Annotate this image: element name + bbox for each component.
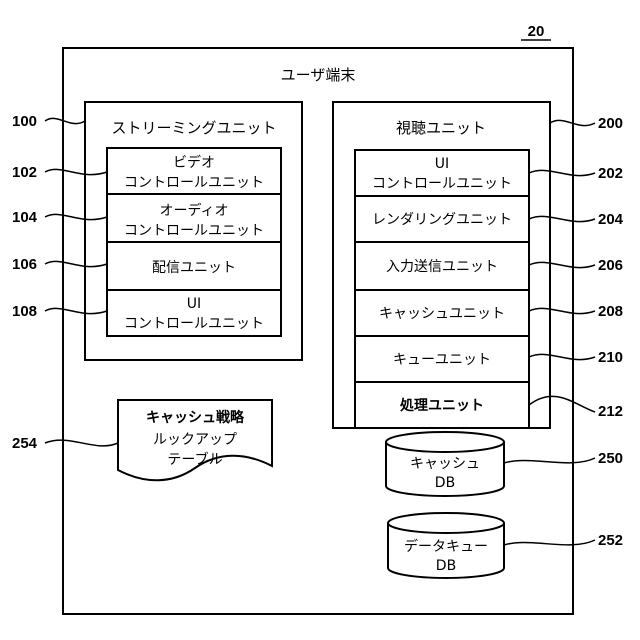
video-control-unit-line2: コントロールユニット — [124, 175, 264, 191]
input-transmission-unit-label: 入力送信ユニット — [386, 259, 498, 275]
queue-db-top — [388, 513, 504, 533]
audio-control-unit-line1: オーディオ — [159, 202, 228, 219]
video-control-unit-line1: ビデオ — [173, 154, 215, 171]
ref-212: 212 — [598, 403, 623, 420]
audio-control-unit-line2: コントロールユニット — [124, 223, 264, 239]
streaming-unit-title: ストリーミングユニット — [111, 119, 276, 137]
ref-252: 252 — [598, 532, 623, 549]
rendering-unit-label: レンダリングユニット — [372, 212, 512, 228]
lookup-table-line1: キャッシュ戦略 — [146, 409, 245, 426]
ref-106: 106 — [12, 256, 37, 273]
ref-208: 208 — [598, 303, 623, 320]
ref-254: 254 — [12, 435, 38, 452]
queue-unit-label: キューユニット — [393, 352, 491, 368]
ref-250: 250 — [598, 450, 623, 467]
figure-number: 20 — [528, 23, 545, 40]
distribution-unit-label: 配信ユニット — [152, 260, 236, 276]
ref-100: 100 — [12, 113, 37, 130]
queue-db-line1: データキュー — [404, 538, 488, 555]
viewing-ui-control-unit-line2: コントロールユニット — [372, 176, 512, 192]
processing-unit-label: 処理ユニット — [399, 397, 484, 414]
viewing-unit-title: 視聴ユニット — [396, 119, 486, 137]
queue-db-line2: DB — [436, 558, 456, 574]
cache-db-line1: キャッシュ — [410, 456, 480, 472]
ref-210: 210 — [598, 349, 623, 366]
cache-unit-label: キャッシュユニット — [379, 306, 505, 322]
ref-104: 104 — [12, 209, 38, 226]
ref-204: 204 — [598, 211, 624, 228]
ref-202: 202 — [598, 165, 623, 182]
ref-108: 108 — [12, 303, 37, 320]
streaming-ui-control-unit-line2: コントロールユニット — [124, 316, 264, 332]
ref-200: 200 — [598, 115, 623, 132]
user-terminal-title: ユーザ端末 — [281, 66, 356, 84]
lookup-table-line2: ルックアップ — [153, 432, 237, 448]
streaming-ui-control-unit-line1: UI — [187, 296, 201, 312]
ref-206: 206 — [598, 257, 623, 274]
ref-102: 102 — [12, 164, 37, 181]
cache-db-line2: DB — [435, 475, 455, 491]
viewing-ui-control-unit-line1: UI — [435, 156, 449, 172]
lookup-table-line3: テーブル — [167, 451, 222, 468]
cache-db-top — [386, 432, 504, 452]
